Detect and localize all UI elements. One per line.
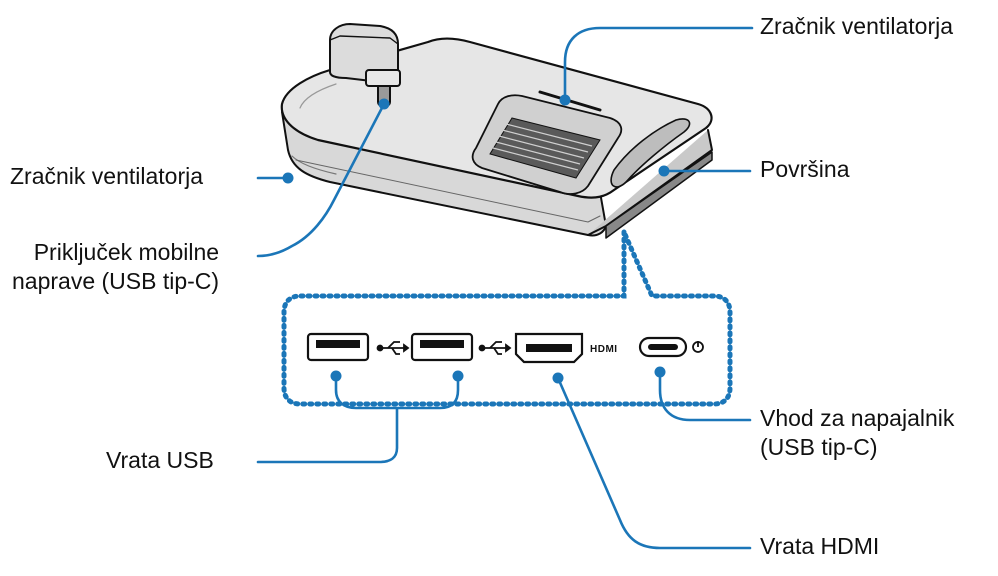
label-hdmi-port: Vrata HDMI bbox=[760, 532, 879, 561]
callout-hdmi-port bbox=[556, 376, 752, 550]
usb-icon bbox=[478, 341, 512, 355]
label-text: (USB tip-C) bbox=[760, 434, 878, 460]
usb-c-port bbox=[638, 336, 688, 358]
callout-fan-vent-top bbox=[563, 26, 754, 102]
usb-port-2 bbox=[410, 332, 474, 362]
label-text: Vrata USB bbox=[106, 447, 214, 473]
hdmi-port bbox=[514, 332, 584, 364]
hdmi-logo: HDMI bbox=[590, 344, 618, 355]
callout-usb-ports bbox=[256, 374, 460, 464]
callout-dots bbox=[282, 94, 670, 384]
label-fan-vent-top: Zračnik ventilatorja bbox=[760, 12, 953, 41]
label-text: Zračnik ventilatorja bbox=[10, 163, 204, 189]
usb-icon bbox=[376, 341, 410, 355]
callout-lines bbox=[256, 26, 754, 550]
label-power-input: Vhod za napajalnik (USB tip-C) bbox=[760, 404, 954, 462]
label-mobile-connector: Priključek mobilne naprave (USB tip-C) bbox=[12, 238, 219, 296]
power-icon bbox=[692, 341, 704, 353]
label-text: naprave (USB tip-C) bbox=[12, 268, 220, 294]
callout-mobile-connector bbox=[256, 102, 386, 258]
port-panel bbox=[281, 229, 733, 407]
fan-vent-grille bbox=[471, 94, 623, 195]
label-text: Priključek mobilne bbox=[33, 239, 220, 265]
label-fan-vent-left: Zračnik ventilatorja bbox=[10, 162, 203, 191]
surface-groove bbox=[610, 118, 691, 188]
callout-power-input bbox=[658, 370, 752, 422]
label-surface: Površina bbox=[760, 155, 849, 184]
label-text: Vhod za napajalnik bbox=[760, 405, 955, 431]
label-usb-ports: Vrata USB bbox=[106, 446, 214, 475]
label-text: Zračnik ventilatorja bbox=[760, 13, 954, 39]
label-text: Površina bbox=[760, 156, 850, 182]
label-text: Vrata HDMI bbox=[760, 533, 880, 559]
usb-port-1 bbox=[306, 332, 370, 362]
